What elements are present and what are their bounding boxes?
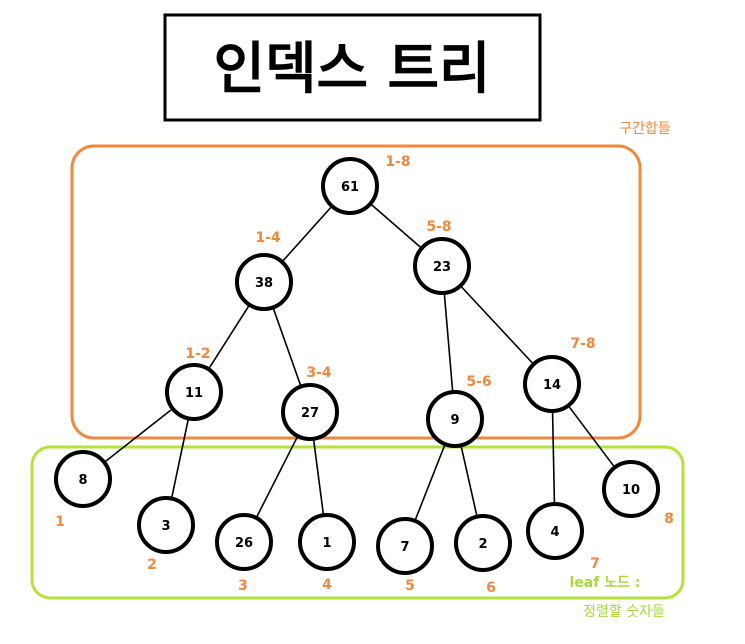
leaf-group-label-line1: leaf 노드 : xyxy=(570,575,641,591)
node-value: 9 xyxy=(450,413,459,428)
tree-edge xyxy=(255,435,299,519)
node-range-label: 5-8 xyxy=(426,219,451,235)
node-range-label: 8 xyxy=(664,511,674,527)
tree-edge xyxy=(170,418,190,499)
node-value: 3 xyxy=(161,519,170,534)
tree-node: 81 xyxy=(54,450,112,530)
node-range-label: 1-8 xyxy=(385,154,410,170)
tree-edge xyxy=(103,408,174,463)
node-value: 38 xyxy=(255,276,273,291)
node-value: 2 xyxy=(478,537,487,552)
node-value: 14 xyxy=(543,378,561,393)
tree-edge xyxy=(272,307,302,387)
node-range-label: 7 xyxy=(590,556,600,572)
node-range-label: 1-4 xyxy=(255,230,281,246)
node-range-label: 3 xyxy=(238,578,248,594)
node-value: 26 xyxy=(235,536,253,551)
tree-edges xyxy=(103,203,616,522)
node-circle xyxy=(321,157,379,215)
tree-node: 38 1-4 xyxy=(235,230,293,311)
tree-node: 61 1-8 xyxy=(321,154,411,215)
tree-edge xyxy=(551,410,556,505)
node-range-label: 2 xyxy=(147,557,157,573)
node-range-label: 5-6 xyxy=(466,374,491,390)
node-circle xyxy=(298,513,356,571)
tree-edge xyxy=(443,292,454,393)
node-range-label: 4 xyxy=(322,577,332,593)
title-box xyxy=(163,13,542,122)
node-circle xyxy=(426,390,484,448)
node-circle xyxy=(281,383,339,441)
tree-node: 11 1-2 xyxy=(165,346,223,421)
node-value: 27 xyxy=(301,406,319,421)
node-value: 7 xyxy=(400,540,409,555)
tree-node: 14 xyxy=(298,513,356,593)
internal-nodes-box xyxy=(70,144,642,440)
tree-edge xyxy=(459,285,535,365)
node-value: 10 xyxy=(622,483,640,498)
node-circle xyxy=(602,460,660,518)
node-circle xyxy=(526,502,584,560)
node-range-label: 5 xyxy=(405,578,415,594)
tree-node: 14 7-8 xyxy=(523,336,596,413)
tree-edge xyxy=(369,203,423,249)
tree-node: 75 xyxy=(376,517,434,594)
node-range-label: 7-8 xyxy=(570,336,595,352)
tree-node: 23 5-8 xyxy=(413,219,471,295)
node-range-label: 1-2 xyxy=(185,346,210,362)
tree-edge xyxy=(207,304,251,370)
tree-edge xyxy=(460,445,478,517)
node-circle xyxy=(215,513,273,571)
node-value: 61 xyxy=(341,180,359,195)
node-range-label: 1 xyxy=(55,514,65,530)
node-value: 11 xyxy=(185,386,203,401)
node-circle xyxy=(137,496,195,554)
tree-node: 27 3-4 xyxy=(281,365,339,441)
node-value: 4 xyxy=(550,525,559,540)
node-value: 1 xyxy=(322,536,331,551)
tree-node: 10 8 xyxy=(602,460,674,527)
tree-edge xyxy=(414,443,446,522)
tree-node: 47 xyxy=(526,502,600,572)
tree-node: 26 3 xyxy=(215,513,273,594)
node-circle xyxy=(523,355,581,413)
tree-edge xyxy=(312,438,325,516)
node-circle xyxy=(376,517,434,575)
tree-edge xyxy=(281,205,333,263)
node-circle xyxy=(454,514,512,572)
leaf-nodes-box xyxy=(30,445,685,600)
node-circle xyxy=(413,237,471,295)
node-circle xyxy=(235,253,293,311)
node-range-label: 3-4 xyxy=(306,365,332,381)
node-circle xyxy=(165,363,223,421)
node-value: 8 xyxy=(78,473,87,488)
tree-edge xyxy=(567,405,616,468)
leaf-group-label-line2: 정렬할 숫자들 xyxy=(583,604,665,620)
internal-group-label: 구간합들 xyxy=(619,121,671,137)
diagram-title: 인덱스 트리 xyxy=(213,37,490,102)
tree-node: 26 xyxy=(454,514,512,596)
node-range-label: 6 xyxy=(486,580,496,596)
node-circle xyxy=(54,450,112,508)
tree-node: 32 xyxy=(137,496,195,573)
node-value: 23 xyxy=(433,260,451,275)
tree-node: 9 5-6 xyxy=(426,374,492,448)
